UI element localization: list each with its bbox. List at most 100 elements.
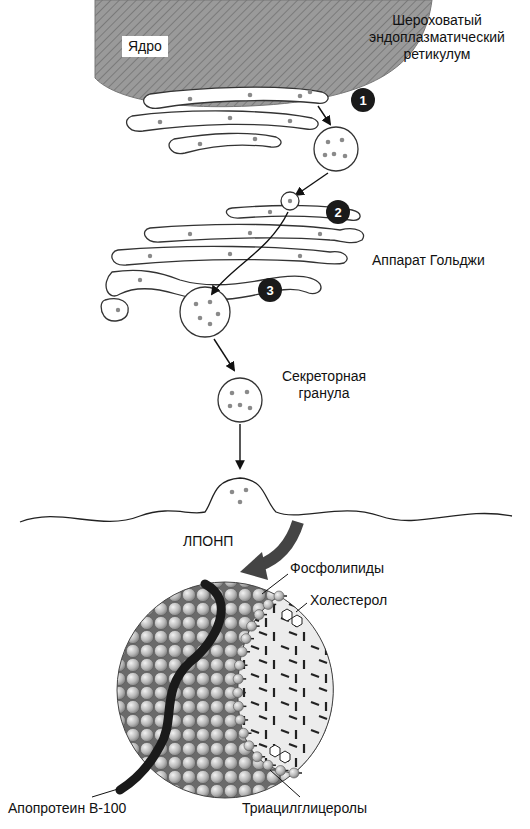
- art-part: [244, 741, 254, 751]
- art-part: [198, 316, 203, 321]
- art-part: [251, 674, 259, 677]
- art-part: [144, 87, 328, 108]
- art-part: [259, 688, 267, 691]
- vesicle-dots: [194, 300, 221, 327]
- granule-dots: [228, 390, 253, 411]
- phospholipid-heads: [233, 591, 302, 778]
- art-part: [101, 299, 128, 321]
- art-part: [238, 728, 248, 738]
- art-part: [265, 674, 267, 683]
- art-part: [251, 702, 259, 705]
- art-part: [92, 789, 118, 797]
- art-part: [243, 604, 245, 613]
- art-part: [228, 404, 233, 409]
- rough-er: [127, 87, 329, 153]
- leader-lines: [92, 574, 307, 797]
- art-part: [289, 632, 297, 635]
- art-part: [248, 406, 253, 411]
- art-part: [198, 142, 203, 147]
- part-label: Триацилглицеролы: [242, 800, 367, 817]
- part-label: Фосфолипиды: [290, 560, 384, 577]
- art-part: [319, 632, 327, 635]
- arrow: [296, 173, 328, 195]
- art-part: [273, 632, 275, 641]
- art-part: [268, 210, 272, 214]
- art-part: [233, 701, 243, 711]
- arrow: [214, 339, 234, 370]
- art-part: [295, 702, 297, 711]
- nucleus-label-box: Ядро: [122, 36, 168, 57]
- golgi-stack: [101, 206, 363, 321]
- art-part: [145, 224, 364, 242]
- art-part: [319, 688, 327, 691]
- art-part: [325, 730, 327, 739]
- art-part: [259, 744, 267, 747]
- art-part: [325, 758, 327, 767]
- art-part: [216, 312, 221, 317]
- protein-dots: [158, 90, 313, 147]
- art-part: [303, 632, 305, 641]
- art-part: [194, 302, 199, 307]
- art-part: [289, 768, 299, 778]
- art-part: [265, 730, 267, 739]
- art-part: [295, 758, 297, 767]
- node-text: 2: [334, 206, 341, 219]
- art-part: [319, 744, 327, 747]
- art-part: [247, 621, 257, 631]
- art-part: [289, 688, 297, 691]
- art-part: [273, 716, 275, 725]
- art-part: [245, 390, 250, 395]
- part-label: Апопротеин В-100: [8, 800, 126, 817]
- art-part: [254, 610, 264, 620]
- art-part: [296, 603, 307, 612]
- callout-number: 1: [351, 88, 375, 112]
- art-part: [325, 674, 327, 683]
- art-part: [274, 591, 284, 601]
- art-part: [259, 716, 267, 719]
- node-text: 3: [266, 284, 273, 297]
- art-part: [311, 646, 319, 649]
- golgi-vesicle: [180, 287, 230, 337]
- art-part: [228, 116, 233, 121]
- art-part: [289, 716, 297, 719]
- arrow: [318, 106, 330, 124]
- vesicle-dots: [323, 138, 348, 159]
- art-part: [281, 674, 289, 677]
- art-part: [325, 702, 327, 711]
- arrow: [239, 424, 240, 468]
- apoprotein-band: [120, 584, 221, 790]
- art-part: [230, 490, 235, 495]
- art-part: [263, 760, 273, 770]
- particle-core: [238, 596, 333, 773]
- art-part: [273, 688, 275, 697]
- cell-membrane: [20, 478, 512, 522]
- art-part: [248, 231, 252, 235]
- art-part: [289, 604, 297, 607]
- art-part: [319, 716, 327, 719]
- vesicle-dot: [288, 199, 292, 203]
- art-part: [112, 246, 347, 265]
- art-part: [248, 93, 253, 98]
- release-arrowhead: [240, 552, 268, 580]
- part-label: Секреторная гранула: [272, 368, 376, 402]
- art-part: [241, 634, 251, 644]
- art-part: [238, 403, 243, 408]
- node-text: Ядро: [128, 38, 162, 55]
- part-label: Аппарат Гольджи: [372, 252, 485, 269]
- art-part: [235, 715, 245, 725]
- art-part: [303, 716, 305, 725]
- art-part: [318, 232, 322, 236]
- fusion-dots: [230, 488, 249, 505]
- art-part: [127, 111, 319, 131]
- art-part: [311, 618, 319, 621]
- core-edge: [238, 596, 294, 773]
- art-part: [259, 660, 267, 663]
- art-part: [303, 660, 305, 669]
- art-part: [323, 153, 328, 158]
- small-vesicle: [281, 192, 299, 210]
- art-part: [281, 702, 289, 705]
- art-part: [281, 730, 289, 733]
- release-arrow: [258, 522, 298, 566]
- art-part: [251, 730, 259, 733]
